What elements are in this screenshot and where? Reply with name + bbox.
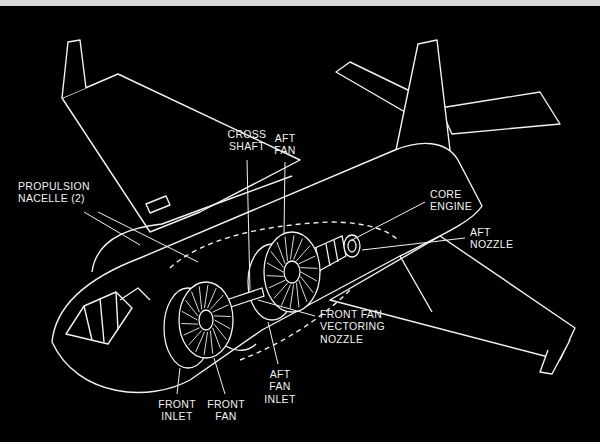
fan-blade [189, 331, 202, 345]
aft-fan-casing [264, 232, 320, 312]
fan-blade [274, 283, 288, 298]
fan-blade [299, 256, 315, 264]
leader-line [214, 358, 225, 394]
leader-line [247, 160, 250, 290]
leader-lines [84, 160, 465, 394]
fan-blade [210, 331, 212, 354]
fan-hub [284, 261, 300, 283]
fan-blade [196, 332, 205, 352]
leader-line [352, 202, 425, 240]
part-label: AFT FAN [274, 132, 295, 157]
fuselage [52, 143, 482, 392]
part-label: FRONT FAN VECTORING NOZZLE [320, 308, 385, 345]
fan-blade [214, 315, 231, 317]
leader-line [284, 162, 285, 234]
fan-blades [181, 285, 230, 355]
aft-nozzle [344, 235, 360, 257]
fan-blade [181, 323, 198, 325]
airframe [52, 40, 575, 392]
fan-blade [300, 267, 317, 269]
fan-blade [199, 286, 201, 309]
fan-hub [199, 310, 213, 330]
part-label: AFT FAN INLET [264, 368, 295, 405]
fan-blade [296, 246, 310, 261]
fan-blade [296, 283, 298, 307]
cross-shaft [226, 288, 264, 308]
window-frame [84, 292, 118, 342]
right-stabilizer [440, 92, 560, 134]
leader-line [362, 238, 465, 250]
propulsion-system [164, 232, 360, 368]
fan-blade [281, 285, 290, 306]
fan-blades [266, 235, 317, 308]
part-label: AFT NOZZLE [470, 226, 513, 251]
left-stabilizer [336, 62, 412, 112]
vectoring-nozzle [226, 344, 256, 350]
part-label: PROPULSION NACELLE (2) [18, 180, 100, 205]
fan-blade [184, 328, 200, 335]
fan-blade [294, 238, 303, 259]
fan-blade [290, 285, 293, 309]
fan-blade [210, 295, 223, 309]
aft-nozzle-exit [348, 240, 356, 252]
part-label: FRONT INLET [158, 398, 195, 423]
nacelle-hatch [146, 196, 170, 213]
cockpit-window [66, 292, 132, 344]
top-border [0, 0, 600, 6]
wing-root-line [400, 256, 432, 312]
left-winglet [62, 40, 86, 98]
fan-blade [204, 332, 207, 355]
leader-line [177, 368, 180, 394]
fan-blade [269, 280, 285, 288]
front-fan-casing [179, 282, 233, 358]
fan-blade [290, 235, 293, 259]
fan-blade [208, 288, 217, 308]
fan-blade [277, 242, 285, 264]
right-winglet [540, 340, 570, 374]
leader-line [258, 300, 315, 316]
part-label: FRONT FAN [207, 398, 244, 423]
part-label: CROSS SHAFT [228, 128, 267, 153]
leader-line [98, 212, 198, 262]
fan-blade [192, 292, 200, 313]
part-label: CORE ENGINE [430, 188, 472, 213]
fan-blade [285, 237, 287, 261]
fan-blade [213, 328, 221, 349]
cutaway-outline [170, 222, 398, 360]
cockpit-edge [120, 288, 150, 300]
fan-blade [266, 275, 283, 277]
fan-blade [299, 280, 307, 302]
vertical-fin [396, 40, 450, 150]
fan-blade [213, 305, 229, 312]
leader-line [268, 322, 278, 364]
fan-blade [205, 285, 208, 308]
